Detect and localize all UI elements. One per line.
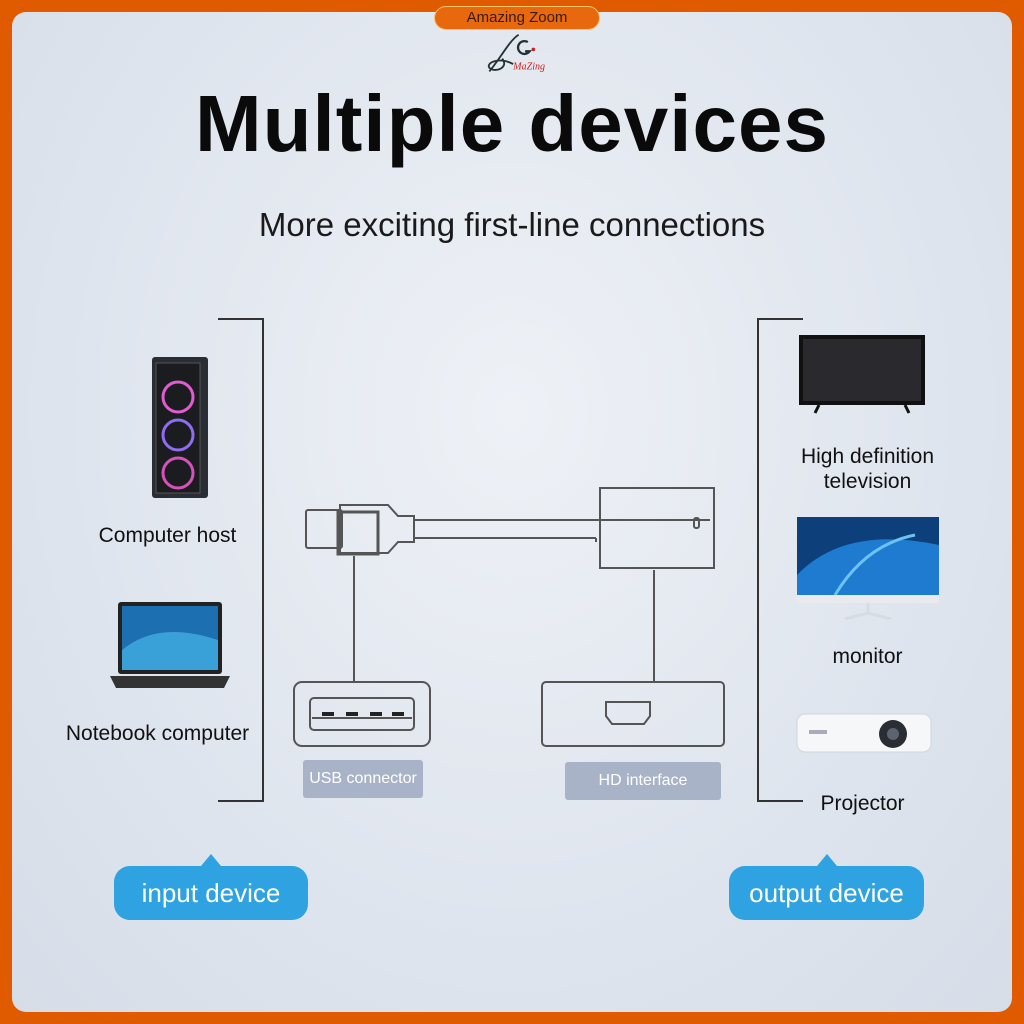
output-device-label: monitor	[832, 645, 903, 668]
output-bracket	[757, 318, 803, 802]
projector-icon	[796, 713, 932, 753]
infographic-background	[12, 12, 1012, 1012]
usb-connector-tag: USB connector	[303, 760, 423, 798]
svg-text:MaZing: MaZing	[512, 62, 545, 73]
output-device-label: High definition television	[800, 445, 935, 493]
page-subtitle: More exciting first-line connections	[258, 206, 766, 243]
hd-interface-tag: HD interface	[565, 762, 721, 800]
pc-tower-icon	[152, 357, 208, 498]
input-device-label: Notebook computer	[65, 722, 250, 745]
input-device-label: Computer host	[98, 524, 237, 547]
input-bracket	[218, 318, 264, 802]
page-title: Multiple devices	[195, 79, 829, 168]
output-device-label: Projector	[820, 792, 905, 815]
brand-logo-icon: MaZing	[487, 33, 545, 73]
monitor-icon	[797, 517, 939, 621]
laptop-icon	[110, 602, 230, 688]
usb-to-hd-adapter-diagram	[293, 487, 725, 747]
input-device-bubble: input device	[114, 854, 308, 920]
output-device-bubble: output device	[729, 854, 924, 920]
watermark-badge: Amazing Zoom	[434, 6, 600, 30]
tv-icon	[799, 335, 925, 414]
